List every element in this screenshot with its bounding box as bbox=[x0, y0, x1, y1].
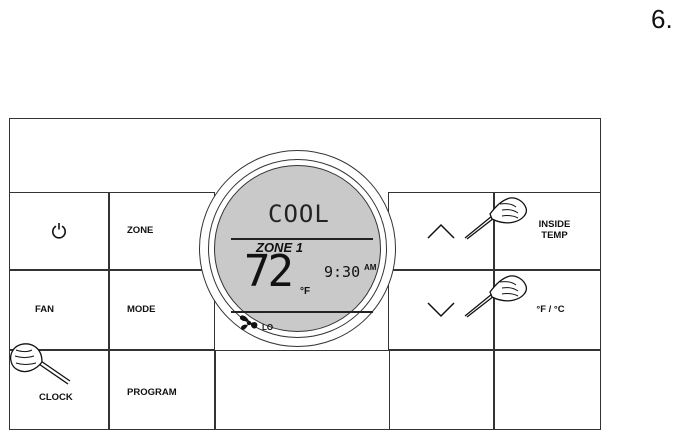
blank-button-bottom-right[interactable] bbox=[494, 350, 601, 430]
inside-temp-label-line2: TEMP bbox=[541, 230, 568, 241]
fan-icon bbox=[239, 315, 258, 330]
clock-label: CLOCK bbox=[39, 391, 73, 403]
program-button[interactable]: PROGRAM bbox=[109, 350, 215, 430]
fan-label: FAN bbox=[35, 303, 54, 315]
fan-button[interactable]: FAN bbox=[9, 270, 109, 350]
zone-button[interactable]: ZONE bbox=[109, 192, 215, 270]
chevron-up-icon bbox=[427, 223, 455, 239]
clock-button[interactable]: CLOCK bbox=[9, 350, 109, 430]
inside-temp-label-line1: INSIDE bbox=[538, 219, 571, 231]
pointing-hand-icon bbox=[10, 343, 71, 385]
lcd-display bbox=[214, 165, 381, 332]
blank-button-bottom-center[interactable] bbox=[215, 350, 390, 430]
temperature-readout: 72 bbox=[244, 246, 294, 297]
lcd-divider-top bbox=[231, 238, 373, 240]
time-readout: 9:30 bbox=[324, 263, 361, 281]
ampm-readout: AM bbox=[364, 263, 377, 272]
blank-button-bottom-mid[interactable] bbox=[388, 350, 494, 430]
power-button[interactable] bbox=[9, 192, 109, 270]
lcd-divider-bottom bbox=[231, 311, 373, 313]
pointing-hand-icon bbox=[464, 197, 528, 240]
power-icon bbox=[52, 223, 66, 239]
f-c-label: °F / °C bbox=[536, 303, 565, 315]
mode-label: MODE bbox=[127, 303, 156, 315]
pointing-hand-icon bbox=[464, 275, 528, 318]
zone-readout: ZONE 1 bbox=[256, 240, 303, 255]
fan-speed-readout: LO bbox=[262, 323, 274, 332]
program-label: PROGRAM bbox=[127, 386, 177, 398]
mode-readout: COOL bbox=[268, 200, 330, 228]
mode-button[interactable]: MODE bbox=[109, 270, 215, 350]
temperature-unit: °F bbox=[300, 286, 311, 297]
chevron-down-icon bbox=[427, 302, 455, 318]
step-number: 6. bbox=[651, 4, 673, 34]
zone-label: ZONE bbox=[127, 224, 154, 236]
